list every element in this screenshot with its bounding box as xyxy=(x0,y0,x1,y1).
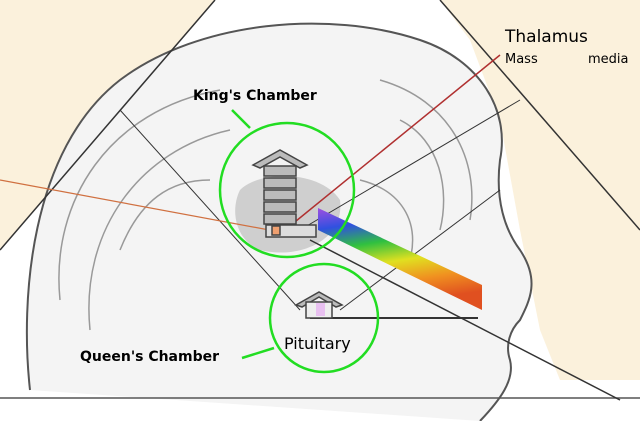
thalamus-label: Thalamus xyxy=(505,27,588,47)
mass-label: Mass xyxy=(505,52,538,67)
queens-chamber-label: Queen's Chamber xyxy=(80,349,220,365)
brain-folds xyxy=(58,79,473,331)
orange-ray xyxy=(0,179,281,233)
queens-pointer xyxy=(241,346,275,360)
kings-chamber-tower xyxy=(251,149,317,238)
pyramid-edge-right xyxy=(439,0,640,231)
shaft-line xyxy=(119,109,301,311)
queens-chamber xyxy=(294,291,344,319)
queens-chamber-circle xyxy=(268,262,380,374)
kings-pointer xyxy=(231,109,251,129)
kings-chamber-circle xyxy=(218,121,356,259)
pituitary-label: Pituitary xyxy=(284,334,351,353)
pyramid-edge-left xyxy=(0,0,216,251)
passage-line xyxy=(309,239,621,401)
kings-chamber-label: King's Chamber xyxy=(193,88,317,104)
rainbow-spectrum xyxy=(318,208,482,310)
thalamus-red-line xyxy=(284,54,501,231)
shaft-line xyxy=(339,189,501,311)
media-label: media xyxy=(588,52,629,67)
pyramid-right-face xyxy=(440,0,640,380)
shaft-line xyxy=(299,99,521,231)
